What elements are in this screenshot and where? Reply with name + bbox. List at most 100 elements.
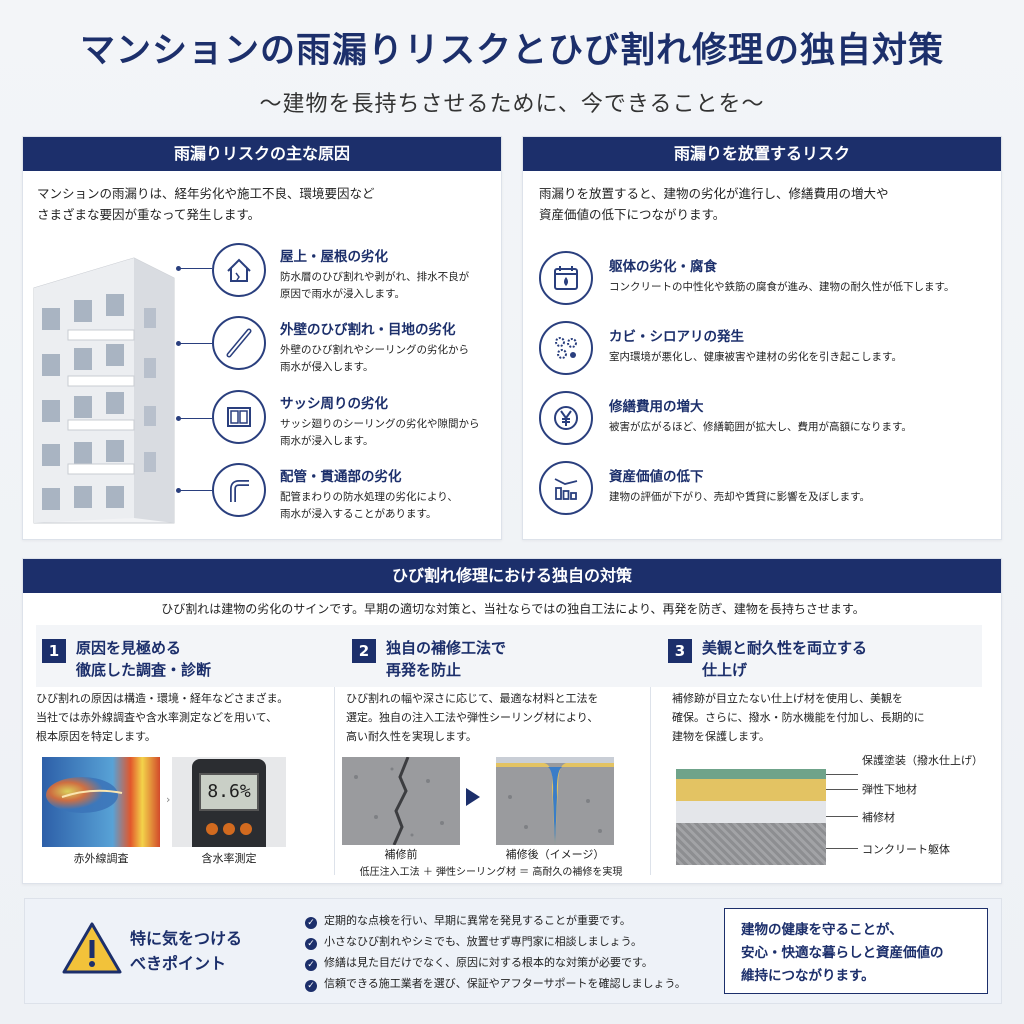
meter-button: [240, 823, 252, 835]
page-title: マンションの雨漏りリスクとひび割れ修理の独自対策: [79, 30, 944, 71]
risks-card: 雨漏りを放置するリスク 雨漏りを放置すると、建物の劣化が進行し、修繕費用の増大や…: [522, 136, 1002, 540]
step-header: 1 原因を見極める徹底した調査・診断: [36, 625, 356, 687]
crack-before-image: [342, 757, 460, 845]
check-icon: ✓: [305, 917, 317, 929]
risk-desc: 被害が広がるほど、修繕範囲が拡大し、費用が高額になります。: [609, 421, 912, 433]
measure-step-2: 2 独自の補修工法で再発を防止 ひび割れの幅や深さに応じて、最適な材料と工法を選…: [346, 625, 666, 880]
meter-screen: 8.6%: [199, 773, 259, 811]
cause-title: 配管・貫通部の劣化: [280, 469, 402, 485]
yen-icon: [539, 391, 593, 445]
column-divider: [334, 630, 335, 875]
layer-concrete: [676, 823, 826, 865]
risk-title: カビ・シロアリの発生: [609, 329, 744, 345]
leader-dot-wall: [176, 341, 181, 346]
cause-desc: 防水層のひび割れや剥がれ、排水不良が原因で雨水が浸入します。: [280, 271, 470, 300]
layer-diagram: [676, 769, 826, 865]
closing-message: 建物の健康を守ることが、安心・快適な暮らしと資産価値の維持につながります。: [724, 908, 988, 994]
layer-repair-material: [676, 801, 826, 823]
leader-line-pipe: [178, 490, 212, 491]
meter-button: [223, 823, 235, 835]
apartment-building-illustration: [33, 257, 175, 524]
risk-title: 資産価値の低下: [609, 469, 704, 485]
warning-icon: [62, 922, 122, 974]
cause-desc: サッシ廻りのシーリングの劣化や隙間から雨水が浸入します。: [280, 418, 480, 447]
cause-title: 屋上・屋根の劣化: [280, 249, 388, 265]
step-body: ひび割れの原因は構造・環境・経年などさまざま。当社では赤外線調査や含水率測定など…: [36, 692, 289, 743]
step-header: 3 美観と耐久性を両立する仕上げ: [662, 625, 982, 687]
arrow-right-icon: [466, 788, 480, 806]
layer-leader: [826, 816, 858, 817]
page-subtitle: 〜建物を長持ちさせるために、今できることを〜: [259, 92, 765, 117]
step-body: ひび割れの幅や深さに応じて、最適な材料と工法を選定。独自の注入工法や弾性シーリン…: [346, 692, 599, 743]
causes-heading: 雨漏りリスクの主な原因: [23, 137, 501, 171]
risk-title: 修繕費用の増大: [609, 399, 704, 415]
layer-label: 保護塗装（撥水仕上げ）: [862, 754, 983, 767]
check-icon: ✓: [305, 959, 317, 971]
points-title: 特に気をつけるべきポイント: [130, 929, 243, 973]
meter-button: [206, 823, 218, 835]
roof-icon: [212, 243, 266, 297]
cause-desc: 外壁のひび割れやシーリングの劣化から雨水が侵入します。: [280, 344, 469, 373]
step-number: 3: [668, 639, 692, 663]
measure-step-3: 3 美観と耐久性を両立する仕上げ 補修跡が目立たない仕上げ材を使用し、美観を確保…: [662, 625, 982, 880]
check-icon: ✓: [305, 980, 317, 992]
step-body: 補修跡が目立たない仕上げ材を使用し、美観を確保。さらに、撥水・防水機能を付加し、…: [672, 692, 925, 743]
layer-protective-coating: [676, 769, 826, 779]
calendar-drop-icon: [539, 251, 593, 305]
arrow-icon: ›: [166, 793, 171, 806]
layer-leader: [826, 789, 858, 790]
layer-leader: [826, 848, 858, 849]
risks-lead-line-1: 雨漏りを放置すると、建物の劣化が進行し、修繕費用の増大や: [539, 186, 889, 201]
infrared-thermal-image: [42, 757, 160, 847]
window-sash-icon: [212, 390, 266, 444]
layer-leader: [826, 774, 858, 775]
layer-label: 弾性下地材: [862, 783, 917, 796]
moisture-meter-photo: 8.6%: [172, 757, 286, 847]
after-caption: 補修後（イメージ）: [505, 848, 605, 861]
cause-title: 外壁のひび割れ・目地の劣化: [280, 322, 456, 338]
step-title: 独自の補修工法で再発を防止: [386, 639, 507, 679]
step-header: 2 独自の補修工法で再発を防止: [346, 625, 666, 687]
step-title: 原因を見極める徹底した調査・診断: [76, 639, 212, 679]
risk-desc: コンクリートの中性化や鉄筋の腐食が進み、建物の耐久性が低下します。: [609, 281, 955, 293]
moisture-caption: 含水率測定: [201, 852, 257, 865]
risks-lead-line-2: 資産価値の低下につながります。: [539, 207, 726, 222]
risk-title: 躯体の劣化・腐食: [609, 259, 717, 275]
risks-heading: 雨漏りを放置するリスク: [523, 137, 1001, 171]
risk-desc: 室内環境が悪化し、健康被害や建材の劣化を引き起こします。: [609, 351, 902, 363]
point-item: ✓信頼できる施工業者を選び、保証やアフターサポートを確認しましょう。: [305, 975, 686, 992]
infrared-caption: 赤外線調査: [73, 852, 129, 865]
leader-dot-roof: [176, 266, 181, 271]
before-caption: 補修前: [384, 848, 418, 861]
layer-label: コンクリート躯体: [862, 843, 950, 856]
step-title: 美観と耐久性を両立する仕上げ: [702, 639, 868, 679]
leader-line-roof: [178, 268, 212, 269]
risk-desc: 建物の評価が下がり、売却や賃貸に影響を及ぼします。: [609, 491, 871, 503]
crack-after-image: [496, 757, 614, 845]
method-formula: 低圧注入工法 ＋ 弾性シーリング材 ＝ 高耐久の補修を実現: [359, 867, 623, 878]
value-drop-icon: [539, 461, 593, 515]
leader-dot-sash: [176, 416, 181, 421]
leader-line-sash: [178, 418, 212, 419]
cause-title: サッシ周りの劣化: [280, 396, 388, 412]
pipe-icon: [212, 463, 266, 517]
measure-step-1: 1 原因を見極める徹底した調査・診断 ひび割れの原因は構造・環境・経年などさまざ…: [36, 625, 356, 880]
mold-icon: [539, 321, 593, 375]
measures-heading: ひび割れ修理における独自の対策: [23, 559, 1001, 593]
step-number: 1: [42, 639, 66, 663]
cause-desc: 配管まわりの防水処理の劣化により、雨水が浸入することがあります。: [280, 491, 458, 520]
point-item: ✓定期的な点検を行い、早期に異常を発見することが重要です。: [305, 912, 631, 929]
layer-elastic-base: [676, 779, 826, 801]
moisture-meter-device: 8.6%: [192, 759, 266, 847]
leader-line-wall: [178, 343, 212, 344]
measures-card: ひび割れ修理における独自の対策: [22, 558, 1002, 884]
leader-dot-pipe: [176, 488, 181, 493]
column-divider: [650, 630, 651, 875]
layer-label: 補修材: [862, 811, 895, 824]
step-number: 2: [352, 639, 376, 663]
causes-lead-line-2: さまざまな要因が重なって発生します。: [37, 207, 261, 222]
point-item: ✓修繕は見た目だけでなく、原因に対する根本的な対策が必要です。: [305, 954, 653, 971]
point-item: ✓小さなひび割れやシミでも、放置せず専門家に相談しましょう。: [305, 933, 642, 950]
causes-lead-line-1: マンションの雨漏りは、経年劣化や施工不良、環境要因など: [37, 186, 375, 201]
